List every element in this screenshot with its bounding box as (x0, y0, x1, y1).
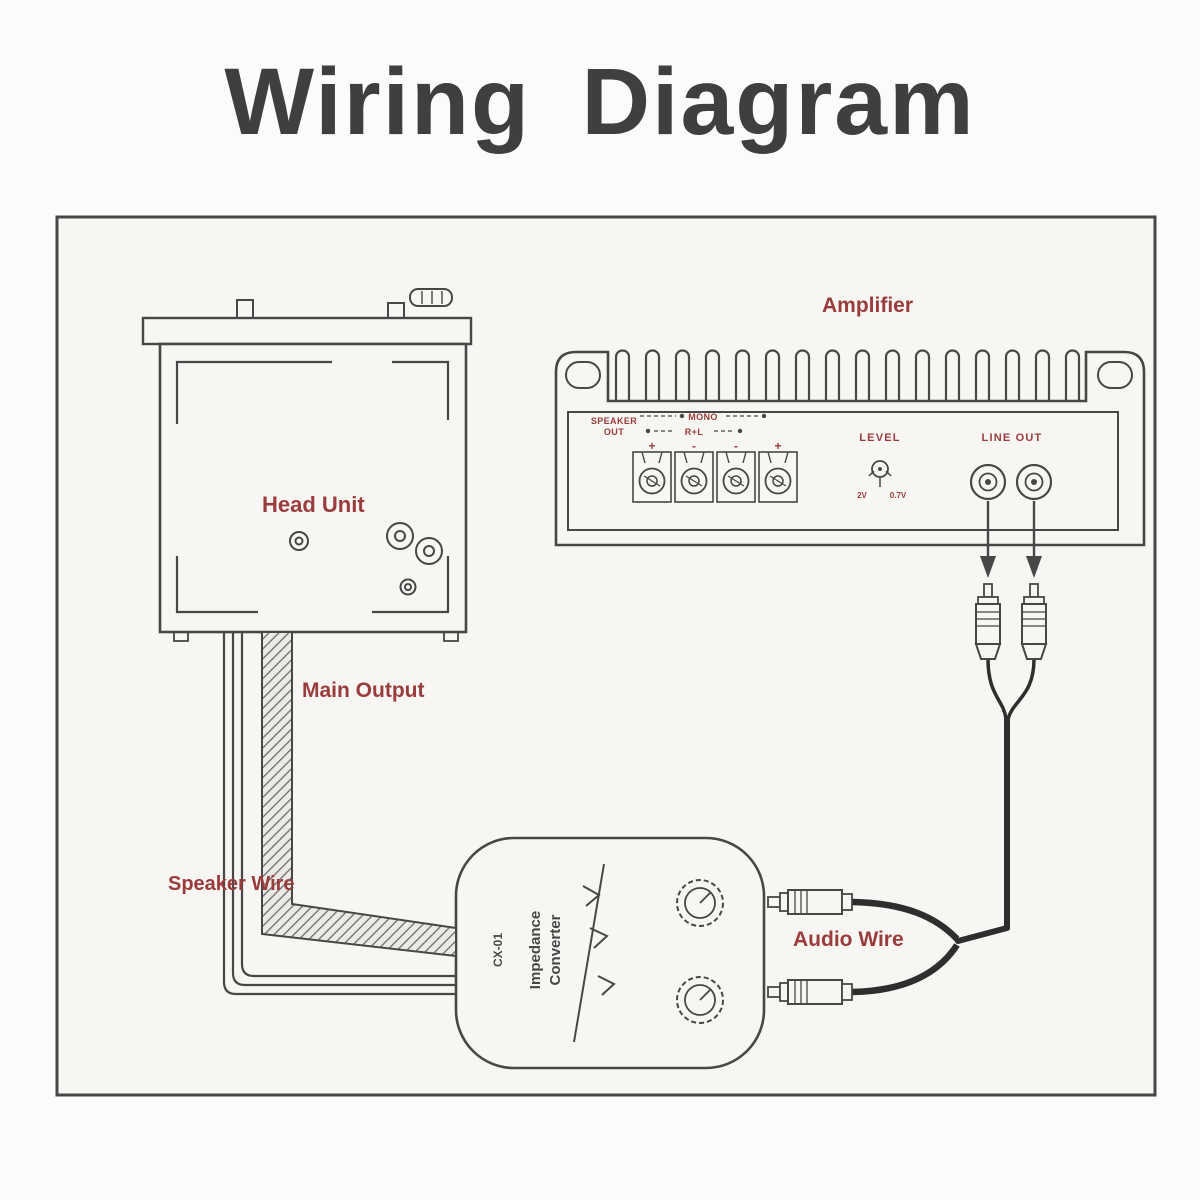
speaker-out-label-line2: OUT (604, 427, 624, 437)
audio-rca-plug-top (767, 889, 960, 942)
level-min-label: 2V (857, 491, 867, 500)
head-unit: Head Unit (141, 288, 473, 642)
speaker-terminal (674, 451, 714, 503)
line-out-jack-right (1015, 463, 1053, 501)
rca-plug-vertical-left (974, 583, 1002, 660)
head-unit-controls (289, 522, 443, 596)
speaker-terminal-block (632, 451, 798, 503)
terminal-markings: MONO R+L + - - + (640, 412, 782, 453)
speaker-wire-label: Speaker Wire (168, 873, 295, 895)
mono-label: MONO (688, 412, 718, 422)
amplifier-mount-slot-left (565, 361, 601, 389)
audio-wire-label: Audio Wire (793, 928, 904, 951)
head-unit-bottom-tab-left (173, 631, 189, 642)
terminal-mark-2: - (692, 439, 696, 453)
converter-name-line1: Impedance (527, 911, 544, 989)
amplifier-mount-slot-right (1097, 361, 1133, 389)
line-out-label: LINE OUT (982, 432, 1043, 444)
converter-name-line2: Converter (547, 914, 564, 985)
speaker-terminal (716, 451, 756, 503)
converter-model-label: CX-01 (491, 933, 505, 967)
amplifier: Amplifier SPEAKER OUT MONO R+L (554, 294, 1146, 547)
terminal-mark-3: - (734, 439, 738, 453)
amplifier-heatsink-fins (614, 349, 1081, 401)
terminal-mark-4: + (774, 439, 781, 453)
head-unit-bottom-tab-right (443, 631, 459, 642)
level-max-label: 0.7V (890, 491, 907, 500)
head-unit-cables (222, 631, 457, 996)
speaker-out-label-line1: SPEAKER (591, 416, 637, 426)
audio-wire-cables (767, 889, 960, 1005)
head-unit-top-tab (236, 299, 254, 319)
main-output-label: Main Output (302, 679, 424, 702)
line-out: LINE OUT (969, 432, 1053, 501)
amplifier-front-panel (567, 411, 1119, 531)
head-unit-knob-shaft (387, 288, 453, 319)
down-arrow-left (980, 556, 996, 578)
page-title: Wiring Diagram (224, 49, 976, 155)
line-out-cables (955, 501, 1048, 944)
head-unit-label: Head Unit (262, 492, 365, 517)
level-label: LEVEL (859, 432, 900, 444)
converter-decorative-marks (573, 863, 616, 1043)
amplifier-label: Amplifier (822, 294, 913, 317)
down-arrow-right (1026, 556, 1042, 578)
amp-signal-cable (955, 716, 1010, 944)
head-unit-mounting-plate (141, 316, 473, 346)
speaker-terminal (632, 451, 672, 503)
level-control: LEVEL 2V 0.7V (857, 432, 907, 500)
terminal-mark-1: + (648, 439, 655, 453)
cable-bundle (222, 632, 456, 996)
channels-label: R+L (685, 427, 704, 437)
head-unit-inner-brackets (175, 360, 450, 614)
impedance-converter: CX-01 Impedance Converter (454, 836, 766, 1070)
converter-knob-bottom (676, 976, 724, 1024)
head-unit-body (158, 342, 468, 634)
line-out-jack-left (969, 463, 1007, 501)
audio-rca-plug-bottom (767, 943, 960, 1005)
rca-plug-vertical-right (1020, 583, 1048, 660)
converter-knob-top (676, 879, 724, 927)
speaker-terminal (758, 451, 798, 503)
cable-hatched (261, 631, 457, 958)
